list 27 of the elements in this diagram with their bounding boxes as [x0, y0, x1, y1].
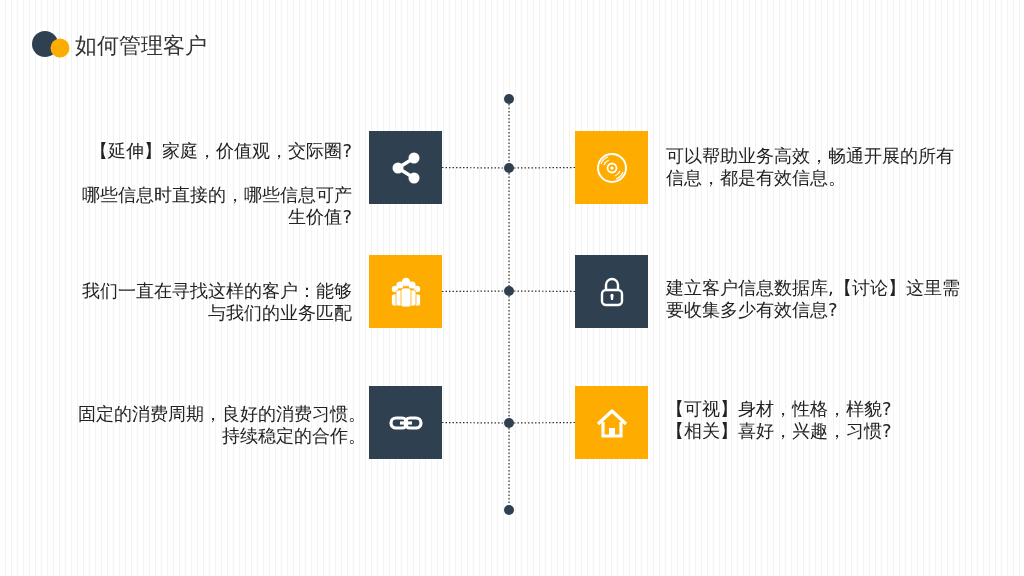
timeline-dot — [504, 286, 514, 296]
icon-tile — [369, 386, 442, 459]
dotted-connector — [513, 290, 576, 293]
description-text: 可以帮助业务高效，畅通开展的所有信息，都是有效信息。 — [666, 145, 955, 189]
timeline-dot — [504, 505, 514, 515]
title: 如何管理客户 — [75, 32, 207, 60]
dotted-connector — [508, 103, 510, 164]
description-text: 固定的消费周期，良好的消费习惯。持续稳定的合作。 — [77, 403, 366, 447]
dotted-connector — [508, 295, 510, 419]
timeline-dot — [504, 94, 514, 104]
description-text: 【可视】身材，性格，样貌? — [666, 398, 893, 420]
description-text: 哪些信息时直接的，哪些信息可产生价值? — [81, 184, 352, 228]
timeline-dot — [504, 163, 514, 173]
dotted-connector — [513, 166, 576, 169]
icon-tile — [575, 255, 648, 328]
description-text: 【延伸】家庭，价值观，交际圈? — [89, 140, 352, 162]
description-text: 我们一直在寻找这样的客户：能够与我们的业务匹配 — [81, 280, 352, 324]
dotted-connector — [513, 421, 576, 424]
description-text: 【相关】喜好，兴趣，习惯? — [666, 420, 893, 442]
icon-tile — [369, 255, 442, 328]
timeline-dot — [504, 418, 514, 428]
icon-tile — [575, 131, 648, 204]
icon-tile — [369, 131, 442, 204]
description-text: 建立客户信息数据库,【讨论】这里需要收集多少有效信息? — [666, 277, 961, 321]
dotted-connector — [508, 172, 510, 287]
dotted-connector — [508, 427, 510, 506]
icon-tile — [575, 386, 648, 459]
